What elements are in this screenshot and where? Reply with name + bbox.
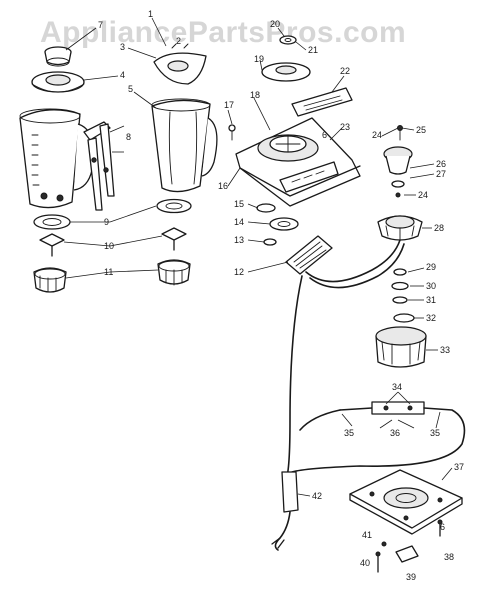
part-22-switch-plate — [291, 87, 353, 117]
parts-9-10-11-left — [33, 214, 71, 293]
callout-35b: 35 — [430, 428, 440, 438]
callout-13: 13 — [234, 235, 244, 245]
callout-7: 7 — [98, 20, 103, 30]
callout-37: 37 — [454, 462, 464, 472]
callout-27: 27 — [436, 169, 446, 179]
callout-21: 21 — [308, 45, 318, 55]
callout-22: 22 — [340, 66, 350, 76]
callout-24: 24 — [372, 130, 382, 140]
callout-17: 17 — [224, 100, 234, 110]
callout-18: 18 — [250, 90, 260, 100]
callout-24b: 24 — [418, 190, 428, 200]
callout-35: 35 — [344, 428, 354, 438]
part-5-plastic-jar — [151, 98, 218, 193]
parts-24-25 — [397, 125, 403, 141]
parts-13-14-15 — [256, 203, 299, 246]
callout-30: 30 — [426, 281, 436, 291]
callout-11: 11 — [104, 267, 113, 277]
callout-36: 36 — [390, 428, 400, 438]
parts-34-35-36-connector — [291, 401, 466, 473]
watermark: AppliancePartsPros.com — [40, 16, 406, 49]
leader-lines — [63, 17, 453, 497]
part-8-handles — [83, 121, 115, 211]
callout-3: 3 — [120, 42, 125, 52]
part-17-screw — [228, 124, 236, 141]
callout-2: 2 — [176, 36, 181, 46]
callout-14: 14 — [234, 217, 244, 227]
callout-1: 1 — [148, 9, 153, 19]
parts-26-27-coupler — [383, 146, 413, 198]
callout-26: 26 — [436, 159, 446, 169]
callout-42: 42 — [312, 491, 322, 501]
parts-29-32 — [391, 268, 415, 323]
callout-39: 39 — [406, 572, 416, 582]
callout-5: 5 — [128, 84, 133, 94]
callout-8: 8 — [126, 132, 131, 142]
callout-labels: 1 2 3 4 5 6 7 8 9 10 11 12 13 14 15 16 1… — [98, 9, 464, 582]
callout-41: 41 — [362, 530, 372, 540]
part-19-collar — [261, 62, 311, 82]
callout-6b: 6 — [440, 522, 445, 532]
part-7-cap — [44, 46, 72, 67]
callout-16: 16 — [218, 181, 228, 191]
callout-6: 6 — [322, 130, 327, 140]
callout-31: 31 — [426, 295, 436, 305]
callout-15: 15 — [234, 199, 244, 209]
callout-38: 38 — [444, 552, 454, 562]
callout-40: 40 — [360, 558, 370, 568]
callout-20: 20 — [270, 19, 280, 29]
part-42-plug — [271, 471, 299, 551]
base-housing — [235, 117, 361, 207]
callout-29: 29 — [426, 262, 436, 272]
callout-23: 23 — [340, 122, 350, 132]
glass-jar-left — [19, 108, 95, 209]
callout-12: 12 — [234, 267, 244, 277]
part-28-motor-top — [377, 215, 423, 241]
parts-20-21-knob — [279, 35, 297, 45]
callout-28: 28 — [434, 223, 444, 233]
parts-9-10-11-center — [156, 198, 192, 286]
part-3-lid — [153, 43, 207, 85]
callout-9: 9 — [104, 217, 109, 227]
callout-10: 10 — [104, 241, 114, 251]
parts-38-41 — [375, 519, 443, 573]
part-37-base-plate — [349, 469, 463, 535]
callout-32: 32 — [426, 313, 436, 323]
part-4-lid — [31, 71, 85, 93]
callout-19: 19 — [254, 54, 264, 64]
callout-4: 4 — [120, 70, 125, 80]
callout-33: 33 — [440, 345, 450, 355]
callout-34: 34 — [392, 382, 402, 392]
part-12-switch — [285, 235, 333, 275]
wiring-harness — [285, 239, 405, 481]
callout-25: 25 — [416, 125, 426, 135]
part-33-motor — [375, 326, 427, 368]
